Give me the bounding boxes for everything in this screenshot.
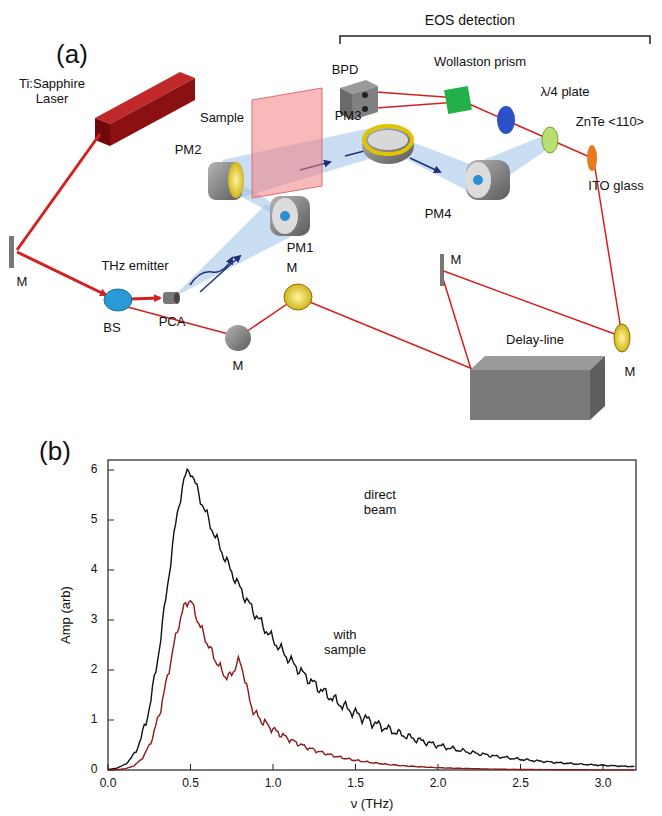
component-label: BS bbox=[103, 321, 120, 336]
tick-label: 0.5 bbox=[182, 777, 199, 791]
tick-label: 1.0 bbox=[265, 777, 282, 791]
component-label: Delay-line bbox=[506, 333, 564, 348]
tick-label: 1.5 bbox=[347, 777, 364, 791]
tick bbox=[190, 764, 191, 770]
tick-label: 2.0 bbox=[430, 777, 447, 791]
mirror bbox=[225, 325, 251, 351]
tick bbox=[108, 470, 114, 471]
group-label: EOS detection bbox=[425, 12, 515, 28]
tick bbox=[108, 670, 114, 671]
component-label: PM1 bbox=[287, 241, 314, 256]
tick-label: 1 bbox=[91, 713, 98, 727]
component-label: M bbox=[287, 261, 298, 276]
component-label: Wollaston prism bbox=[434, 55, 526, 70]
tick bbox=[108, 570, 114, 571]
pm1 bbox=[270, 196, 310, 236]
delay-line bbox=[470, 356, 605, 420]
component-label: λ/4 plate bbox=[540, 85, 589, 100]
panel-label: (b) bbox=[39, 437, 71, 467]
bracket bbox=[340, 36, 650, 44]
pm3 bbox=[362, 126, 414, 164]
wollaston-prism bbox=[444, 86, 472, 114]
mirror bbox=[284, 284, 312, 310]
component-label: M bbox=[17, 275, 28, 290]
tick-label: 2 bbox=[91, 663, 98, 677]
component-label: PM3 bbox=[335, 109, 362, 124]
component-label: Sample bbox=[200, 111, 244, 126]
component-label: ITO glass bbox=[588, 179, 643, 194]
beam-splitter bbox=[104, 289, 132, 311]
series-line bbox=[108, 469, 634, 769]
tick-label: 3.0 bbox=[595, 777, 612, 791]
component-label: BPD bbox=[332, 63, 359, 78]
tick-label: 3 bbox=[91, 613, 98, 627]
thz-beam bbox=[172, 126, 552, 298]
mirror bbox=[614, 324, 630, 352]
ito-glass bbox=[587, 145, 597, 171]
component-label: M bbox=[625, 365, 636, 380]
tick-label: 4 bbox=[91, 563, 98, 577]
tick bbox=[108, 520, 114, 521]
axis-title: ν (THz) bbox=[351, 797, 394, 812]
tick bbox=[108, 720, 114, 721]
sample bbox=[252, 88, 322, 198]
series-label: with sample bbox=[317, 628, 373, 658]
waveplate bbox=[497, 106, 515, 134]
axis-title: Amp (arb) bbox=[59, 586, 74, 644]
panel-label: (a) bbox=[56, 40, 88, 70]
tick bbox=[108, 620, 114, 621]
component-label: M bbox=[451, 253, 462, 268]
tick bbox=[355, 764, 356, 770]
component-label: PM2 bbox=[175, 143, 202, 158]
tick bbox=[273, 764, 274, 770]
pm2 bbox=[208, 162, 244, 200]
tick-label: 5 bbox=[91, 513, 98, 527]
laser bbox=[95, 72, 195, 146]
component-label: M bbox=[233, 359, 244, 374]
component-label: Ti:Sapphire Laser bbox=[13, 77, 91, 107]
tick-label: 0.0 bbox=[100, 777, 117, 791]
tick-label: 6 bbox=[91, 463, 98, 477]
component-label: PM4 bbox=[425, 207, 452, 222]
component-label: ZnTe <110> bbox=[576, 115, 644, 130]
component-label: THz emitter bbox=[101, 259, 168, 274]
mirror bbox=[9, 236, 14, 268]
component-label: PCA bbox=[159, 315, 186, 330]
tick-label: 0 bbox=[91, 763, 98, 777]
znte-crystal bbox=[542, 127, 558, 153]
tick-label: 2.5 bbox=[512, 777, 529, 791]
series-label: direct beam bbox=[356, 488, 404, 518]
spectrum-chart bbox=[108, 460, 636, 770]
mirror bbox=[440, 254, 444, 286]
pca bbox=[163, 292, 180, 304]
series-line bbox=[108, 601, 634, 770]
pm4 bbox=[465, 160, 510, 200]
